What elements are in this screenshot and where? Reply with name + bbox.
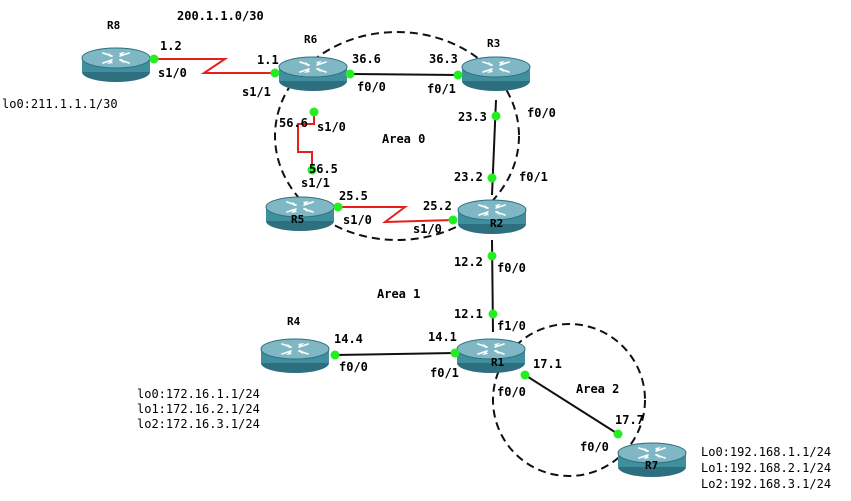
port-dot — [448, 215, 458, 225]
router-name-r3: R3 — [487, 37, 500, 50]
r4-loopback-list: lo0:172.16.1.1/24 lo1:172.16.2.1/24 lo2:… — [137, 387, 260, 431]
r6-interface-label-to-r8: s1/1 — [242, 85, 271, 99]
router-icon — [260, 338, 330, 374]
r7-interface-label: f0/0 — [580, 440, 609, 454]
router-icon — [461, 56, 531, 92]
network-label-r8-r6: 200.1.1.0/30 — [177, 9, 264, 23]
r4-loopback-0: lo0:172.16.1.1/24 — [137, 387, 260, 401]
r1-ip-label-to-r7: 17.1 — [533, 357, 562, 371]
r4-interface-label: f0/0 — [339, 360, 368, 374]
port-dot — [330, 350, 340, 360]
r3-interface-label-to-r2: f0/0 — [527, 106, 556, 120]
r6-interface-label-to-r5: s1/0 — [317, 120, 346, 134]
r2-ip-label-to-r3: 23.2 — [454, 170, 483, 184]
port-dot — [488, 309, 498, 319]
link-r6-r3[interactable] — [349, 73, 459, 76]
r1-ip-label-to-r4: 14.1 — [428, 330, 457, 344]
r3-interface-label-to-r6: f0/1 — [427, 82, 456, 96]
link-r8-r6[interactable] — [154, 58, 275, 74]
r2-interface-label-to-r5: s1/0 — [413, 222, 442, 236]
r2-ip-label-to-r5: 25.2 — [423, 199, 452, 213]
port-dots — [149, 54, 623, 439]
r6-ip-label-to-r3: 36.6 — [352, 52, 381, 66]
r8-interface-label: s1/0 — [158, 66, 187, 80]
port-dot — [613, 429, 623, 439]
r1-interface-label-to-r7: f0/0 — [497, 385, 526, 399]
port-dot — [270, 68, 280, 78]
r7-loopback-0: Lo0:192.168.1.1/24 — [701, 445, 831, 459]
r7-loopback-list: Lo0:192.168.1.1/24 Lo1:192.168.2.1/24 Lo… — [701, 445, 831, 491]
r1-ip-label-to-r2: 12.1 — [454, 307, 483, 321]
r1-interface-label-to-r4: f0/1 — [430, 366, 459, 380]
interface-labels: 200.1.1.0/30 1.2 s1/0 lo0:211.1.1.1/30 1… — [2, 9, 644, 454]
router-names: R8 R6 R3 R5 R2 R4 R1 R7 — [107, 19, 658, 472]
r8-ip-label: 1.2 — [160, 39, 182, 53]
link-r5-r2[interactable] — [338, 206, 454, 224]
router-name-r5: R5 — [291, 213, 304, 226]
r7-loopback-2: Lo2:192.168.3.1/24 — [701, 477, 831, 491]
r4-ip-label: 14.4 — [334, 332, 363, 346]
router-r3[interactable] — [461, 56, 531, 92]
router-name-r6: R6 — [304, 33, 318, 46]
r2-interface-label-to-r1: f0/0 — [497, 261, 526, 275]
port-dot — [307, 165, 317, 175]
link-r4-r1[interactable] — [334, 352, 456, 356]
r3-ip-label-to-r2: 23.3 — [458, 110, 487, 124]
r1-interface-label-to-r2: f1/0 — [497, 319, 526, 333]
router-r6[interactable] — [278, 56, 348, 92]
router-r4[interactable] — [260, 338, 330, 374]
port-dot — [487, 251, 497, 261]
r3-ip-label-to-r6: 36.3 — [429, 52, 458, 66]
r2-ip-label-to-r1: 12.2 — [454, 255, 483, 269]
router-name-r8: R8 — [107, 19, 120, 32]
router-name-r2: R2 — [490, 217, 503, 230]
area-0-boundary — [274, 31, 520, 241]
r8-loopback-label: lo0:211.1.1.1/30 — [2, 97, 118, 111]
port-dot — [309, 107, 319, 117]
area-2-label: Area 2 — [576, 382, 619, 396]
link-r1-r7[interactable] — [524, 374, 619, 435]
router-name-r7: R7 — [645, 459, 658, 472]
port-dot — [149, 54, 159, 64]
r7-ip-label: 17.7 — [615, 413, 644, 427]
port-dot — [487, 173, 497, 183]
r6-interface-label-to-r3: f0/0 — [357, 80, 386, 94]
port-dot — [345, 69, 355, 79]
r6-ip-label-to-r8: 1.1 — [257, 53, 279, 67]
port-dot — [450, 348, 460, 358]
area-labels: Area 0 Area 1 Area 2 — [377, 132, 619, 396]
port-dot — [520, 370, 530, 380]
router-name-r1: R1 — [491, 356, 505, 369]
r5-ip-label-to-r2: 25.5 — [339, 189, 368, 203]
port-dot — [491, 111, 501, 121]
r6-ip-label-to-r5: 56.6 — [279, 116, 308, 130]
area-2-boundary — [492, 323, 646, 477]
r5-ip-label-to-r6: 56.5 — [309, 162, 338, 176]
r5-interface-label-to-r6: s1/1 — [301, 176, 330, 190]
router-icon — [278, 56, 348, 92]
router-name-r4: R4 — [287, 315, 301, 328]
r7-loopback-1: Lo1:192.168.2.1/24 — [701, 461, 831, 475]
area-1-label: Area 1 — [377, 287, 420, 301]
area-0-label: Area 0 — [382, 132, 425, 146]
r4-loopback-1: lo1:172.16.2.1/24 — [137, 402, 260, 416]
router-r8[interactable] — [81, 47, 151, 83]
port-dot — [453, 70, 463, 80]
link-r6-r5[interactable] — [297, 112, 315, 170]
router-icon — [81, 47, 151, 83]
port-dot — [333, 202, 343, 212]
area-boundaries — [274, 31, 646, 477]
r5-interface-label-to-r2: s1/0 — [343, 213, 372, 227]
r4-loopback-2: lo2:172.16.3.1/24 — [137, 417, 260, 431]
r2-interface-label-to-r3: f0/1 — [519, 170, 548, 184]
